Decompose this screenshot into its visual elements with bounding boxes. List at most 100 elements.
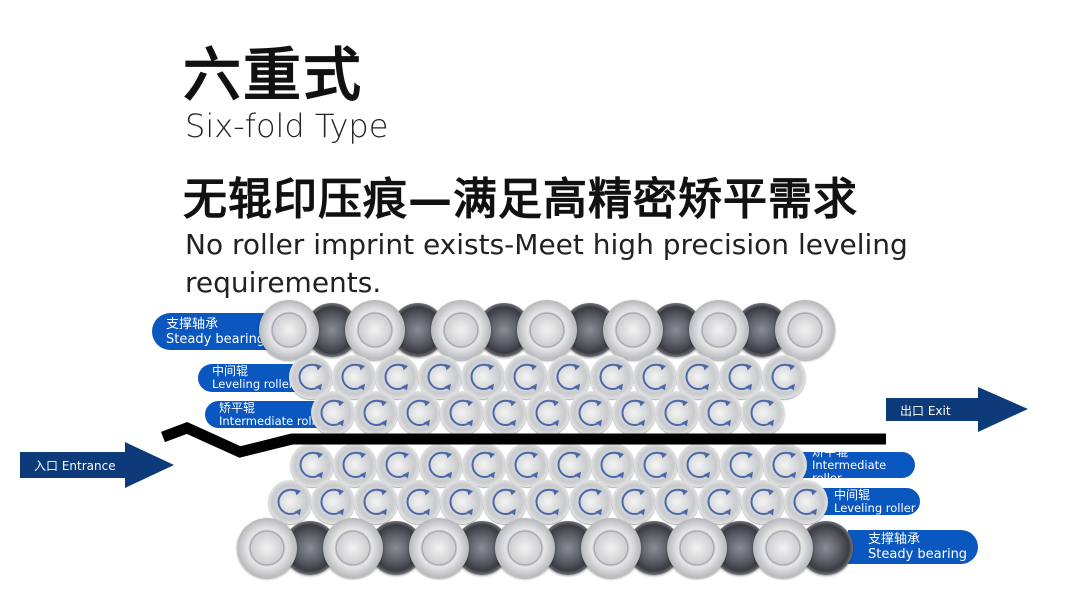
label-cn: 支撑轴承 (166, 316, 219, 332)
intermediate-roller (397, 391, 441, 435)
steady-bearing-light (409, 518, 469, 578)
intermediate-roller (419, 443, 463, 487)
rotation-arrow-icon (363, 488, 387, 516)
rotation-arrow-icon (406, 399, 430, 427)
leveling-roller (440, 480, 484, 524)
label-cn: 中间辊 (834, 487, 871, 502)
rotation-arrow-icon (470, 363, 494, 391)
label-cn: 矫平辊 (812, 444, 849, 459)
intermediate-roller (591, 443, 635, 487)
label-en: Leveling roller (834, 500, 916, 515)
rotation-arrow-icon (578, 399, 602, 427)
rotation-arrow-icon (556, 363, 580, 391)
leveling-roller (526, 480, 570, 524)
intermediate-roller (311, 391, 355, 435)
label-bottom-intermediate-roller: 矫平辊 Intermediate roller (798, 445, 915, 484)
intermediate-roller (741, 391, 785, 435)
steady-bearing-light (323, 518, 383, 578)
rotation-arrow-icon (363, 399, 387, 427)
intermediate-roller (698, 391, 742, 435)
label-cn: 矫平辊 (219, 400, 256, 415)
intermediate-roller (462, 443, 506, 487)
rotation-arrow-icon (643, 451, 667, 479)
intermediate-roller (569, 391, 613, 435)
leveling-roller (784, 480, 828, 524)
intermediate-roller (440, 391, 484, 435)
rotation-arrow-icon (750, 488, 774, 516)
rotation-arrow-icon (772, 451, 796, 479)
rotation-arrow-icon (599, 363, 623, 391)
intermediate-roller (354, 391, 398, 435)
rotation-arrow-icon (427, 363, 451, 391)
rotation-arrow-icon (535, 488, 559, 516)
title-en: Six-fold Type (185, 107, 389, 145)
label-en: Leveling roller (212, 377, 294, 391)
rotation-arrow-icon (384, 363, 408, 391)
rotation-arrow-icon (298, 363, 322, 391)
steady-bearing-light (753, 518, 813, 578)
label-en: Steady bearing (868, 547, 968, 562)
rotation-arrow-icon (535, 399, 559, 427)
leveling-roller (698, 480, 742, 524)
label-top-intermediate-roller: 矫平辊 Intermediate roller (205, 401, 329, 428)
rotation-arrow-icon (707, 488, 731, 516)
rotation-arrow-icon (728, 363, 752, 391)
rotation-arrow-icon (514, 451, 538, 479)
intermediate-roller (655, 391, 699, 435)
intermediate-roller (634, 443, 678, 487)
leveling-roller (655, 480, 699, 524)
title-cn: 六重式 (183, 41, 364, 109)
rotation-arrow-icon (600, 451, 624, 479)
intermediate-roller (483, 391, 527, 435)
rotation-arrow-icon (686, 451, 710, 479)
rotation-arrow-icon (342, 451, 366, 479)
leveling-roller (311, 480, 355, 524)
label-en: Intermediate roller (219, 413, 327, 428)
leveling-roller (268, 480, 312, 524)
label-en: Steady bearing (166, 331, 266, 347)
intermediate-roller (505, 443, 549, 487)
leveling-roller (569, 480, 613, 524)
rotation-arrow-icon (492, 399, 516, 427)
intermediate-roller (720, 443, 764, 487)
subtitle-cn: 无辊印压痕—满足高精密矫平需求 (183, 174, 858, 225)
steady-bearing-light (775, 300, 835, 360)
steady-bearing-light (689, 300, 749, 360)
label-bottom-steady-bearing: 支撑轴承 Steady bearing (848, 530, 978, 564)
rotation-arrow-icon (621, 488, 645, 516)
rotation-arrow-icon (320, 399, 344, 427)
rotation-arrow-icon (471, 451, 495, 479)
steady-bearing-light (259, 300, 319, 360)
intermediate-roller (333, 443, 377, 487)
steady-bearing-light (517, 300, 577, 360)
exit-arrow (886, 387, 1028, 432)
rotation-arrow-icon (664, 399, 688, 427)
rotation-arrow-icon (341, 363, 365, 391)
rotation-arrow-icon (277, 488, 301, 516)
intermediate-roller (290, 443, 334, 487)
subtitle-en: No roller imprint exists-Meet high preci… (185, 228, 908, 299)
leveling-roller (483, 480, 527, 524)
intermediate-roller (376, 443, 420, 487)
rotation-arrow-icon (685, 363, 709, 391)
rotation-arrow-icon (449, 399, 473, 427)
rotation-arrow-icon (729, 451, 753, 479)
intermediate-roller (548, 443, 592, 487)
rotation-arrow-icon (664, 488, 688, 516)
label-cn: 支撑轴承 (868, 532, 921, 547)
steady-bearing-light (495, 518, 555, 578)
label-en: Intermediate roller (812, 457, 887, 485)
rotation-arrow-icon (750, 399, 774, 427)
rotation-arrow-icon (707, 399, 731, 427)
rotation-arrow-icon (771, 363, 795, 391)
rotation-arrow-icon (406, 488, 430, 516)
entrance-arrow (20, 442, 174, 488)
rotation-arrow-icon (793, 488, 817, 516)
steady-bearing-light (581, 518, 641, 578)
intermediate-roller (612, 391, 656, 435)
leveling-roller (741, 480, 785, 524)
rotation-arrow-icon (513, 363, 537, 391)
intermediate-roller (677, 443, 721, 487)
rotation-arrow-icon (449, 488, 473, 516)
steady-bearing-light (431, 300, 491, 360)
